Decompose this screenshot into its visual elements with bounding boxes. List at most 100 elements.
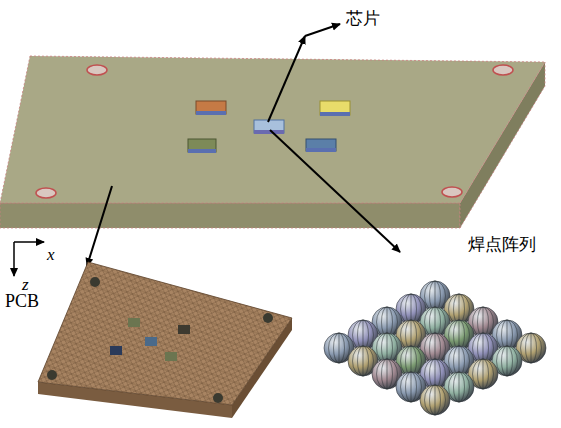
ball-mesh-line [435,281,436,311]
ball-mesh-line [449,320,470,350]
ball-mesh-line [430,385,441,415]
ball-mesh-line [478,359,489,389]
ball-mesh-line [353,320,374,350]
ball-mesh-line [411,320,412,350]
ball-mesh-line [507,346,508,376]
ball-mesh-line [387,359,388,389]
ball-mesh-line [401,372,422,402]
ball-mesh-line [449,320,470,350]
ball-mesh-line [449,346,470,376]
ball-mesh-line [459,294,460,324]
axis-label: x [47,246,55,263]
ball-mesh-line [478,333,489,363]
ball-mesh-line [449,294,470,324]
ball-mesh-line [497,320,518,350]
chip-label: 芯片 [346,10,380,27]
ball-mesh-line [497,346,518,376]
ball-mesh-line [401,346,422,376]
ball-mesh-line [526,333,537,363]
ball-mesh-line [382,359,393,389]
ball-mesh-line [454,294,465,324]
ball-mesh-line [382,333,393,363]
ball-mesh-line [401,320,422,350]
ball-mesh-line [454,372,465,402]
ball-mesh-line [358,320,369,350]
ball-mesh-line [430,359,441,389]
ball-mesh-line [411,372,412,402]
solder-ball [420,385,450,415]
ball-mesh-line [473,333,494,363]
ball-mesh-line [406,372,417,402]
ball-mesh-line [430,359,441,389]
ball-mesh-line [473,359,494,389]
ball-mesh-line [473,307,494,337]
meshed-pcb [38,262,292,418]
ball-mesh-line [473,333,494,363]
leader-arrows [87,24,400,266]
ball-mesh-line [430,333,441,363]
ball-mesh-line [483,359,484,389]
ball-mesh-line [435,307,436,337]
ball-mesh-line [406,320,417,350]
ball-mesh-line [473,359,494,389]
ball-mesh-line [329,333,350,363]
ball-mesh-line [382,307,393,337]
ball-mesh-line [377,307,398,337]
ball-mesh-line [435,385,436,415]
mounting-holes [36,65,513,198]
ball-mesh-line [430,307,441,337]
ball-mesh-line [425,307,446,337]
ball-mesh-line [406,320,417,350]
ball-mesh-line [377,359,398,389]
ball-mesh-line [483,307,484,337]
ball-mesh-line [425,281,446,311]
ball-mesh-line [387,307,388,337]
pcb-board [0,56,545,228]
ball-mesh-line [449,372,470,402]
ball-mesh-line [401,320,422,350]
ball-mesh-line [454,294,465,324]
ball-mesh-line [459,372,460,402]
pcb-label: PCB [5,292,39,310]
ball-mesh-line [411,346,412,376]
ball-mesh-line [473,307,494,337]
ball-mesh-line [459,320,460,350]
ball-mesh-line [363,346,364,376]
ball-mesh-line [454,346,465,376]
ball-mesh-line [377,333,398,363]
ball-mesh-line [497,320,518,350]
ball-mesh-line [401,294,422,324]
ball-mesh-line [435,359,436,389]
ball-mesh-line [377,307,398,337]
ball-mesh-line [449,372,470,402]
ball-mesh-line [430,281,441,311]
ball-mesh-line [382,359,393,389]
ball-mesh-line [358,320,369,350]
ball-mesh-line [502,320,513,350]
ball-mesh-line [459,346,460,376]
ball-mesh-line [425,359,446,389]
ball-mesh-line [425,281,446,311]
ball-mesh-line [435,333,436,363]
ball-mesh-line [339,333,340,363]
ball-mesh-line [430,281,441,311]
ball-mesh-line [353,346,374,376]
ball-mesh-line [430,333,441,363]
ball-mesh-line [526,333,537,363]
ball-mesh-line [377,333,398,363]
ball-mesh-line [425,359,446,389]
ball-mesh-line [425,385,446,415]
axes [14,242,44,276]
ball-mesh-line [521,333,542,363]
ball-mesh-line [382,333,393,363]
ball-mesh-line [430,307,441,337]
ball-mesh-line [425,333,446,363]
ball-mesh-line [483,333,484,363]
ball-mesh-line [334,333,345,363]
ball-mesh-line [478,307,489,337]
ball-mesh-line [406,346,417,376]
ball-mesh-line [401,372,422,402]
ball-mesh-line [425,385,446,415]
ball-mesh-line [358,346,369,376]
